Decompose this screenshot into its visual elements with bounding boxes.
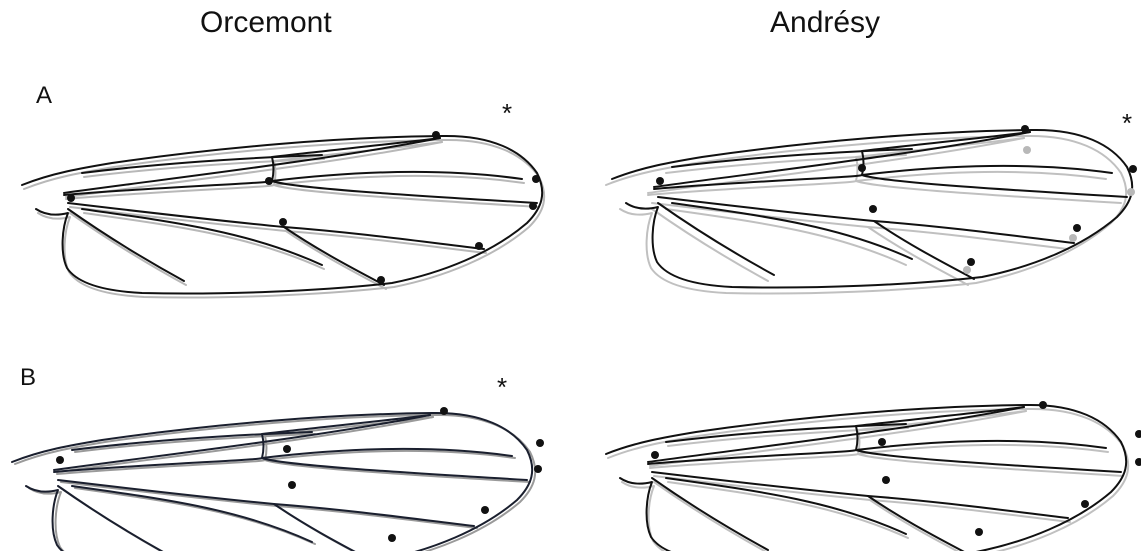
wing-a-orcemont bbox=[21, 134, 546, 299]
row-label-a: A bbox=[36, 82, 53, 109]
row-label-b: B bbox=[20, 364, 37, 391]
significance-asterisk-a-andresy: * bbox=[1122, 108, 1133, 138]
landmarks-b-andresy bbox=[651, 401, 1141, 536]
significance-asterisk-a-orcemont: * bbox=[502, 98, 513, 128]
wing-b-andresy bbox=[605, 403, 1130, 551]
landmarks-b-orcemont bbox=[56, 407, 544, 542]
column-title-andresy: Andrésy bbox=[770, 6, 881, 39]
landmarks-a-andresy bbox=[656, 125, 1137, 274]
wing-b-orcemont bbox=[11, 411, 537, 551]
significance-asterisk-b-orcemont: * bbox=[497, 372, 508, 402]
landmarks-a-orcemont bbox=[67, 131, 540, 284]
wing-a-andresy bbox=[605, 128, 1134, 295]
column-title-orcemont: Orcemont bbox=[200, 6, 332, 39]
